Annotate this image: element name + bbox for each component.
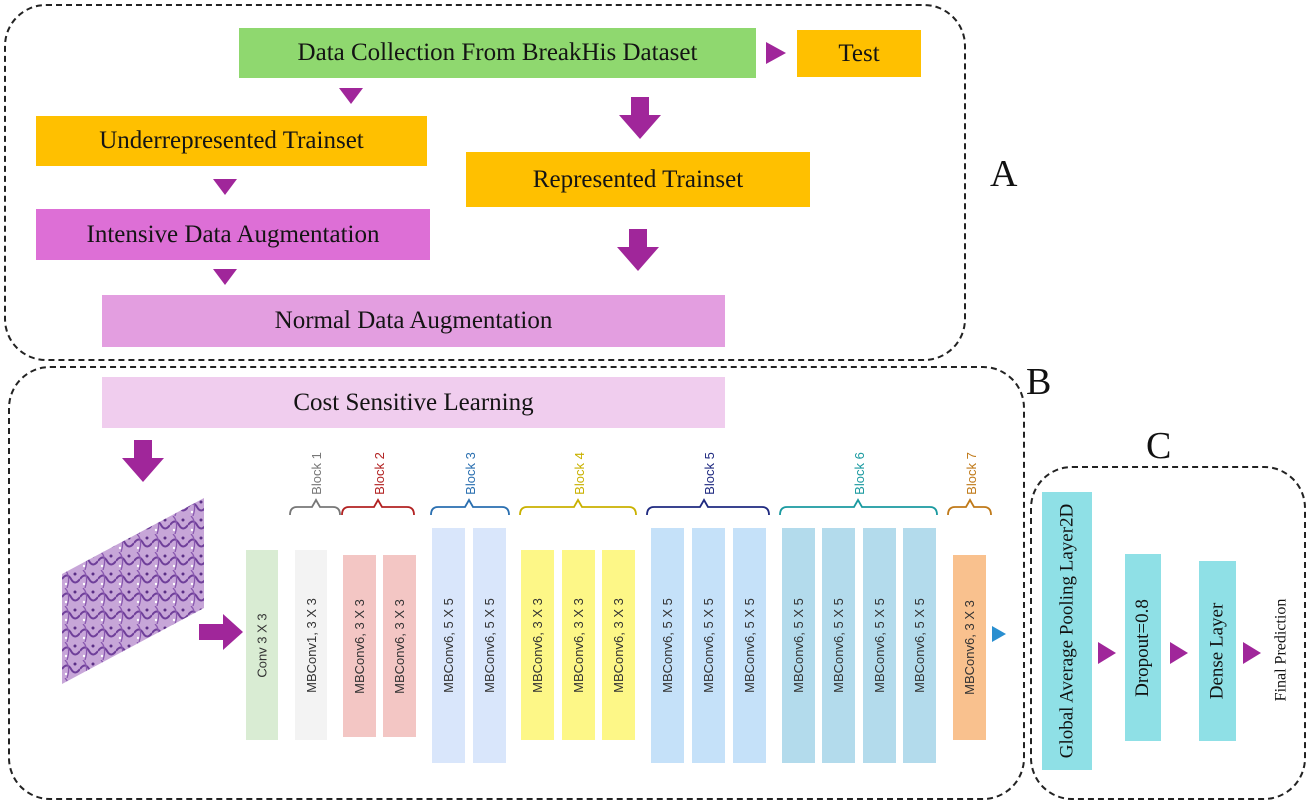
normal-augmentation-box: Normal Data Augmentation	[102, 295, 725, 347]
arrow-right-icon	[766, 42, 786, 64]
block-7-label: Block 7	[963, 452, 979, 495]
layer-block3-a: MBConv6, 5 X 5	[432, 528, 465, 763]
layer-block2-a: MBConv6, 3 X 3	[343, 555, 376, 737]
arrow-down-icon	[339, 88, 363, 104]
arrow-right-icon	[1098, 642, 1116, 664]
block-2-label: Block 2	[371, 452, 387, 495]
block-1-label: Block 1	[308, 452, 324, 495]
arrow-right-blue-icon	[992, 626, 1006, 642]
arrow-right-icon	[1170, 642, 1188, 664]
layer-block5-b: MBConv6, 5 X 5	[692, 528, 725, 763]
layer-block7: MBConv6, 3 X 3	[953, 555, 986, 740]
block-3-label: Block 3	[462, 452, 478, 495]
layer-block4-b: MBConv6, 3 X 3	[562, 550, 595, 740]
intensive-augmentation-box: Intensive Data Augmentation	[36, 209, 430, 260]
arrow-down-icon	[213, 179, 237, 195]
region-c-label: C	[1146, 425, 1172, 467]
layer-block4-c: MBConv6, 3 X 3	[602, 550, 635, 740]
layer-block5-c: MBConv6, 5 X 5	[733, 528, 766, 763]
represented-trainset-box: Represented Trainset	[466, 152, 810, 207]
final-prediction-label: Final Prediction	[1272, 598, 1289, 702]
histology-image	[62, 498, 204, 684]
layer-conv: Conv 3 X 3	[246, 550, 278, 740]
arrow-down-icon	[213, 269, 237, 285]
test-box: Test	[797, 30, 921, 77]
layer-block5-a: MBConv6, 5 X 5	[651, 528, 684, 763]
block-5-label: Block 5	[701, 452, 717, 495]
block-6-label: Block 6	[851, 452, 867, 495]
data-collection-box: Data Collection From BreakHis Dataset	[239, 28, 756, 78]
region-c	[1030, 466, 1306, 800]
underrepresented-trainset-box: Underrepresented Trainset	[36, 116, 427, 166]
block-4-label: Block 4	[571, 452, 587, 495]
arrow-down-thick-icon	[619, 97, 661, 139]
global-average-pooling-box: Global Average Pooling Layer2D	[1042, 492, 1092, 770]
arrow-right-icon	[1243, 642, 1261, 664]
layer-block4-a: MBConv6, 3 X 3	[521, 550, 554, 740]
cost-sensitive-learning-box: Cost Sensitive Learning	[102, 377, 725, 428]
layer-block6-d: MBConv6, 5 X 5	[903, 528, 936, 763]
dropout-box: Dropout=0.8	[1125, 554, 1161, 741]
layer-mbconv1: MBConv1, 3 X 3	[295, 550, 327, 740]
layer-block2-b: MBConv6, 3 X 3	[383, 555, 416, 737]
layer-block6-a: MBConv6, 5 X 5	[782, 528, 815, 763]
region-b-label: B	[1026, 361, 1052, 403]
region-a-label: A	[990, 153, 1018, 195]
dense-layer-box: Dense Layer	[1199, 561, 1236, 741]
layer-block6-c: MBConv6, 5 X 5	[863, 528, 896, 763]
arrow-down-thick-icon	[617, 229, 659, 271]
layer-block6-b: MBConv6, 5 X 5	[822, 528, 855, 763]
region-b	[8, 366, 1025, 800]
region-a	[4, 4, 966, 361]
arrow-down-thick-icon	[122, 440, 164, 482]
arrow-right-thick-icon	[199, 614, 243, 650]
layer-block3-b: MBConv6, 5 X 5	[473, 528, 506, 763]
